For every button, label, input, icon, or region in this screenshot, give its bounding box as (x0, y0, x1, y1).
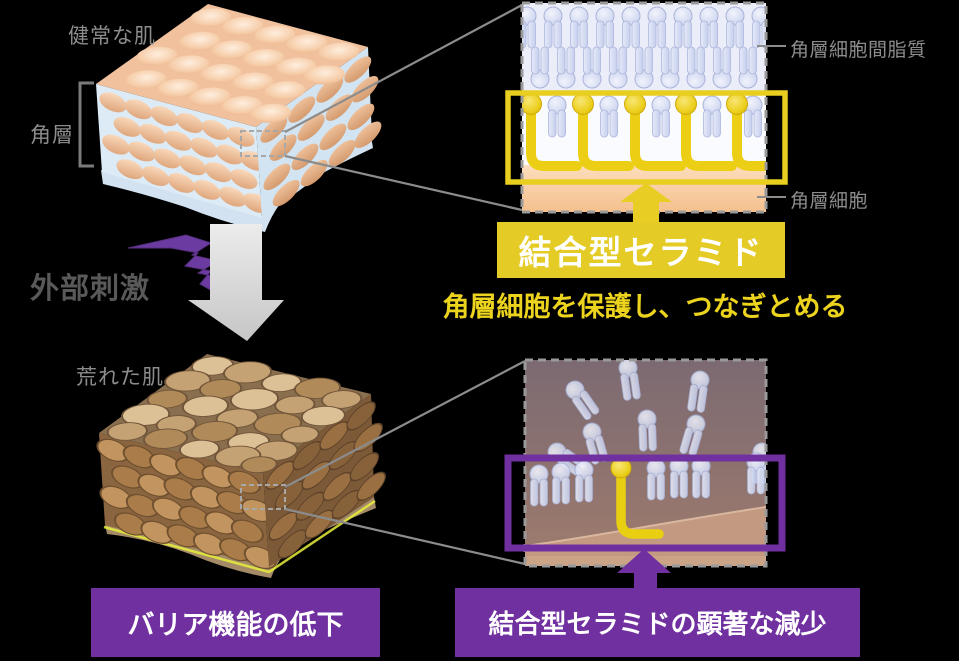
connector-line (284, 507, 526, 566)
dashed-panel-border (523, 358, 768, 568)
right-cell-rows (260, 56, 382, 207)
ceramide-loss-highlight-box (504, 454, 786, 552)
barrier-decline-banner: バリア機能の低下 (91, 588, 380, 657)
connector-line (284, 154, 523, 212)
corneocyte-label: 角層細胞 (790, 191, 869, 212)
healthy-skin-label: 健常な肌 (68, 25, 156, 48)
lone-bound-ceramide (616, 472, 664, 539)
front-cell-rows (96, 438, 277, 570)
stratum-corneum-label: 角層 (30, 124, 74, 147)
micro-panel-damaged (504, 358, 786, 568)
yellow-up-arrow-icon (620, 183, 672, 222)
micro-panel-healthy (505, 1, 788, 214)
down-arrow-icon (188, 224, 284, 341)
purple-up-arrow-icon (617, 549, 671, 588)
moist-base-layer (101, 136, 373, 232)
connector-line (284, 360, 526, 488)
external-stimulus-label: 外部刺激 (30, 273, 151, 305)
right-cell-rows (265, 401, 386, 559)
ceramide-highlight-box (505, 90, 788, 185)
top-plate-grid (106, 356, 363, 474)
healthy-skin-block (96, 4, 382, 232)
damaged-skin-block (96, 354, 386, 578)
zoom-source-box-damaged (240, 484, 286, 510)
connector-line (284, 4, 523, 133)
intercellular-lipid-label: 角層細胞間脂質 (790, 40, 927, 61)
ceramide-decrease-banner: 結合型セラミドの顕著な減少 (455, 588, 860, 657)
damaged-skin-label: 荒れた肌 (76, 366, 164, 389)
zoom-source-box-healthy (240, 130, 286, 157)
dirt-base-layer (105, 497, 376, 578)
bound-ceramide-banner: 結合型セラミド (497, 222, 785, 278)
ceramide-function-caption: 角層細胞を保護し、つなぎとめる (442, 292, 848, 322)
front-cell-rows (99, 92, 271, 214)
top-cell-grid (125, 8, 360, 123)
stratum-corneum-bracket (78, 81, 94, 168)
bound-ceramide-row (522, 93, 766, 171)
